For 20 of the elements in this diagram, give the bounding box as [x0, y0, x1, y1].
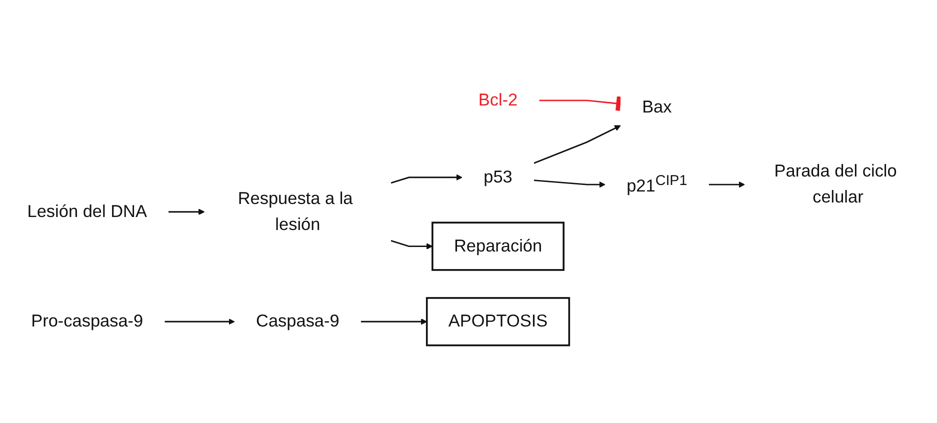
node-text: p21$^{CIP1}$ — [626, 173, 688, 196]
node-text: Pro-caspasa-9 — [31, 312, 144, 332]
node-text: Lesión del DNA — [27, 202, 147, 222]
node-text: Respuesta a la lesión — [238, 189, 353, 235]
arrow — [164, 318, 235, 326]
connector — [539, 96, 622, 112]
node-text: Parada del ciclo celular — [774, 162, 897, 208]
arrow — [534, 180, 606, 188]
arrow — [390, 240, 433, 250]
arrow — [708, 182, 745, 188]
arrow — [534, 126, 621, 164]
node-text: Bcl-2 — [478, 90, 518, 110]
node-box: APOPTOSIS — [426, 298, 570, 347]
arrow — [390, 174, 462, 184]
node-text: Caspasa-9 — [256, 312, 340, 332]
node-text: p53 — [484, 168, 512, 188]
node-box: Reparación — [432, 222, 564, 272]
arrow — [360, 318, 428, 326]
node-text: Bax — [642, 98, 672, 118]
arrow — [168, 209, 205, 216]
